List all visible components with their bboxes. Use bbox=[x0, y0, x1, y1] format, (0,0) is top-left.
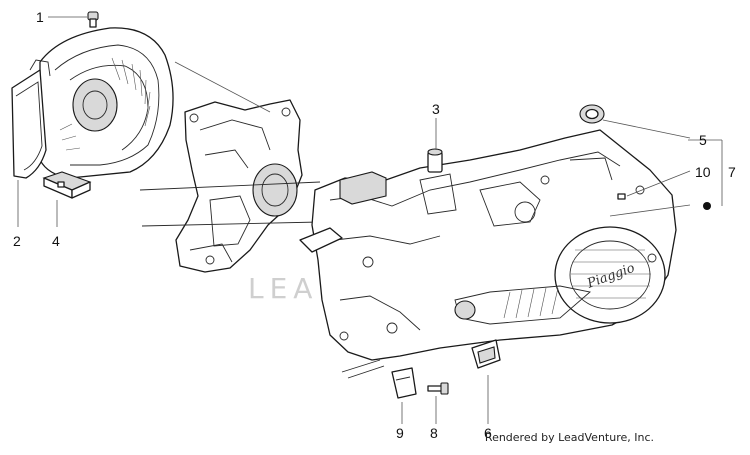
render-credit: Rendered by LeadVenture, Inc. bbox=[484, 431, 654, 444]
dowel-pin-part bbox=[617, 193, 626, 200]
cooling-shroud-part bbox=[11, 27, 174, 179]
engine-case-part bbox=[299, 129, 677, 379]
callout-7: 7 bbox=[728, 164, 736, 180]
stud-bolts bbox=[139, 181, 321, 227]
rubber-pad-part bbox=[42, 171, 92, 199]
callout-1: 1 bbox=[36, 9, 44, 25]
bracket-block-part bbox=[471, 339, 501, 369]
callout-6: 6 bbox=[484, 425, 492, 441]
assembly-leader bbox=[174, 61, 271, 113]
callout-2: 2 bbox=[13, 233, 21, 249]
callout-5: 5 bbox=[699, 132, 707, 148]
callout-3: 3 bbox=[432, 101, 440, 117]
oil-seal-part bbox=[579, 104, 605, 124]
bolt-part bbox=[427, 382, 449, 395]
set-bullet-icon bbox=[703, 202, 711, 210]
bushing-part bbox=[427, 148, 443, 173]
callout-4: 4 bbox=[52, 233, 60, 249]
callout-10: 10 bbox=[695, 164, 711, 180]
leader-lines bbox=[17, 16, 723, 424]
callout-8: 8 bbox=[430, 425, 438, 441]
screw-part bbox=[87, 11, 99, 28]
clamp-part bbox=[391, 367, 417, 399]
callout-9: 9 bbox=[396, 425, 404, 441]
